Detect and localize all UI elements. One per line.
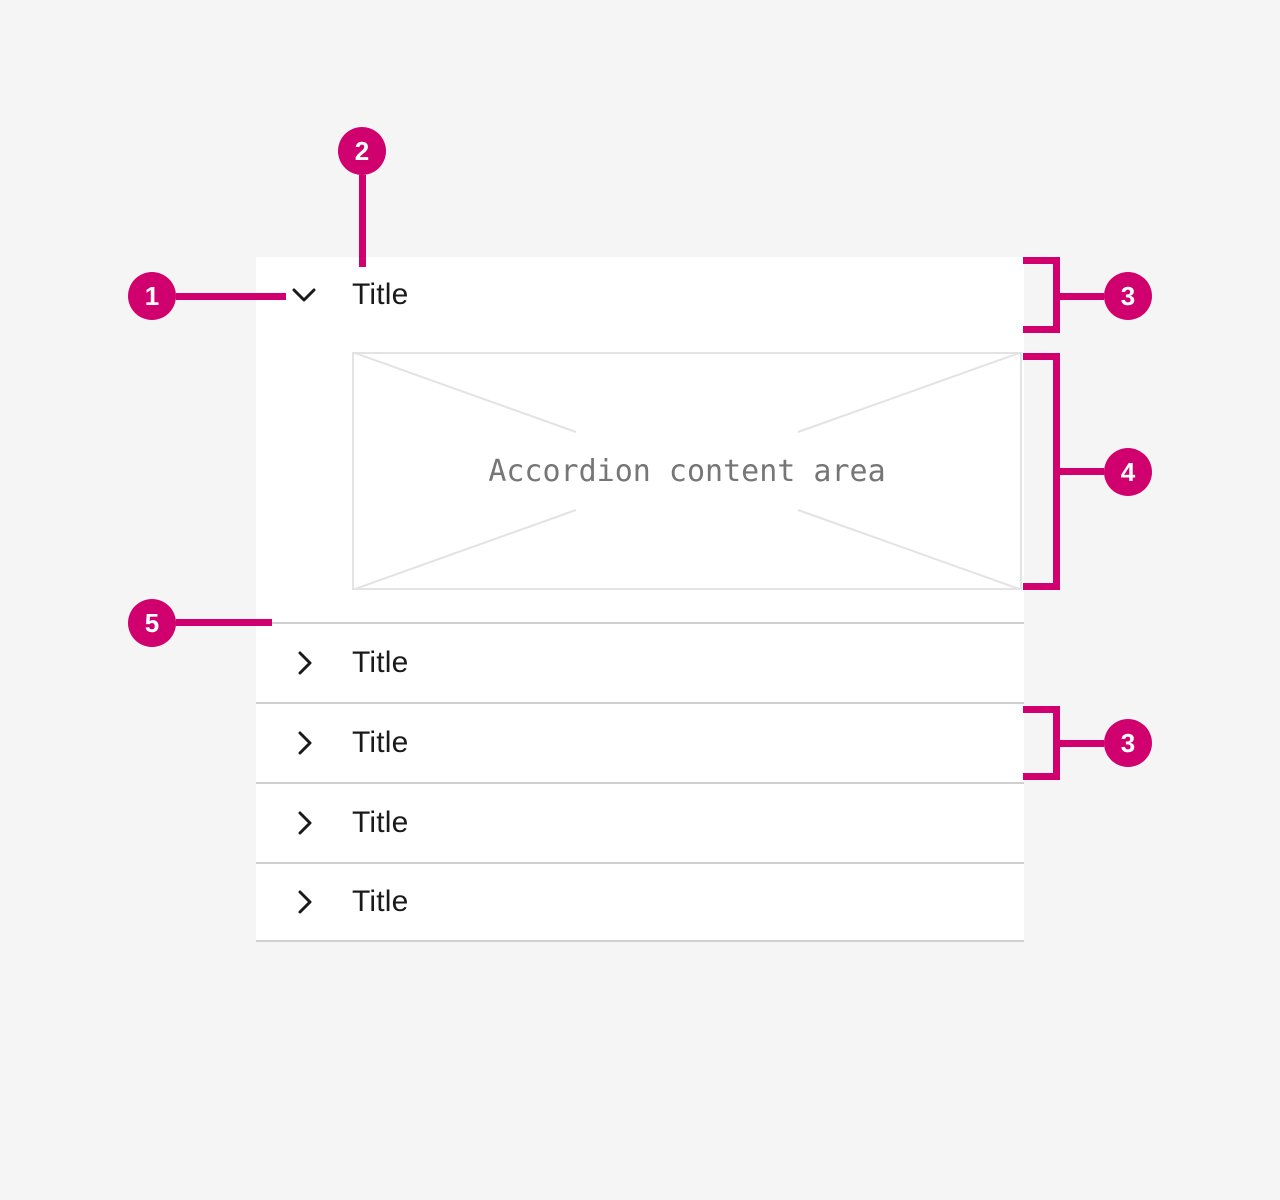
callout-badge-2: 2 — [338, 127, 386, 175]
accordion-separator — [256, 940, 1024, 942]
accordion-header-3[interactable]: Title — [256, 704, 1024, 782]
accordion: Title Accordion content area Title — [256, 257, 1024, 942]
callout-number: 1 — [144, 280, 160, 311]
accordion-title: Title — [352, 885, 409, 918]
callout-badge-3: 3 — [1104, 272, 1152, 320]
accordion-header-5[interactable]: Title — [256, 864, 1024, 940]
callout-bracket — [1023, 257, 1060, 333]
chevron-right-icon — [298, 890, 312, 914]
accordion-header-2[interactable]: Title — [256, 624, 1024, 702]
callout-badge-4: 4 — [1104, 448, 1152, 496]
accordion-title: Title — [352, 278, 409, 311]
chevron-right-icon — [298, 731, 312, 755]
callout-number: 3 — [1120, 727, 1136, 758]
callout-connector — [1060, 468, 1104, 475]
callout-badge-5: 5 — [128, 599, 176, 647]
accordion-title: Title — [352, 806, 409, 839]
accordion-header-4[interactable]: Title — [256, 784, 1024, 862]
callout-connector — [176, 619, 272, 626]
callout-badge-1: 1 — [128, 272, 176, 320]
accordion-separator — [256, 862, 1024, 864]
callout-number: 2 — [354, 135, 370, 166]
accordion-separator — [256, 782, 1024, 784]
callout-badge-3b: 3 — [1104, 719, 1152, 767]
callout-bracket — [1023, 706, 1060, 780]
accordion-separator — [256, 702, 1024, 704]
callout-connector — [359, 175, 366, 267]
chevron-right-icon — [298, 811, 312, 835]
callout-connector — [176, 293, 286, 300]
chevron-right-icon — [298, 651, 312, 675]
callout-number: 5 — [144, 607, 160, 638]
placeholder-text: Accordion content area — [488, 453, 886, 489]
accordion-content-area: Accordion content area — [352, 352, 1022, 590]
callout-number: 4 — [1120, 456, 1136, 487]
callout-connector — [1060, 293, 1104, 300]
callout-bracket — [1023, 353, 1060, 590]
placeholder-image-diagonals — [352, 352, 1022, 590]
accordion-separator — [256, 622, 1024, 624]
chevron-down-icon — [292, 288, 316, 302]
accordion-header-1-expanded[interactable]: Title — [256, 257, 1024, 333]
callout-number: 3 — [1120, 280, 1136, 311]
callout-connector — [1060, 740, 1104, 747]
accordion-title: Title — [352, 726, 409, 759]
accordion-title: Title — [352, 646, 409, 679]
